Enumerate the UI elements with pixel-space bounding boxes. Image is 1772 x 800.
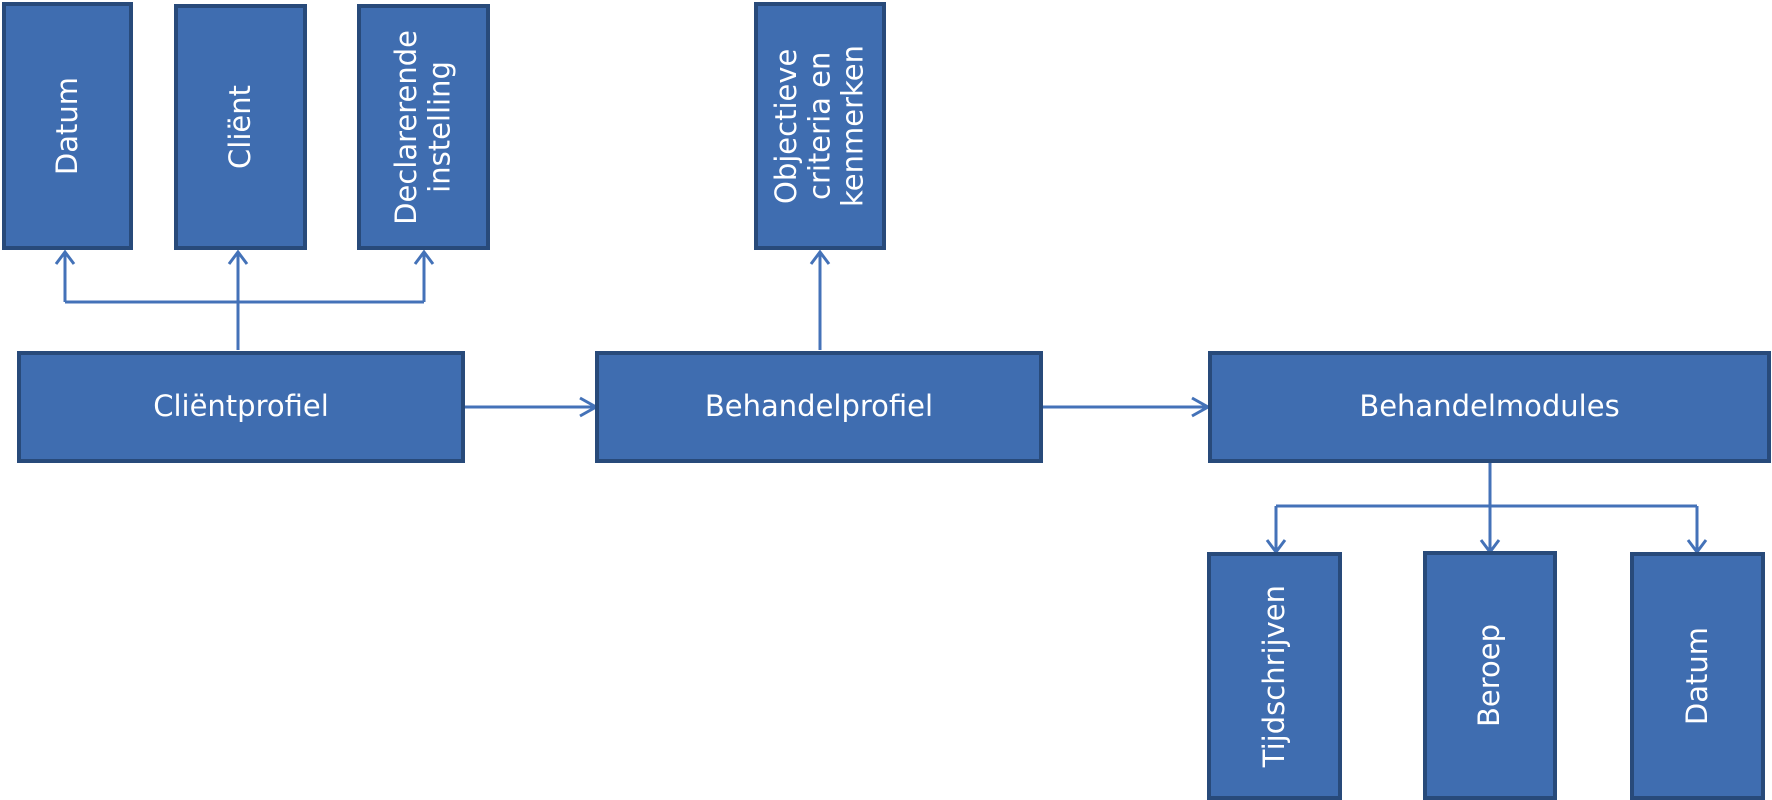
declarerende-instelling-box: Declarerende instelling (357, 4, 490, 250)
objectieve-criteria-label: Objectieve criteria en kenmerken (768, 45, 870, 207)
beroep-label: Beroep (1472, 623, 1507, 727)
behandelprofiel-box: Behandelprofiel (595, 351, 1043, 463)
behandelmodules-label: Behandelmodules (1359, 389, 1620, 424)
tijdschrijven-label: Tijdschrijven (1256, 584, 1291, 768)
objectieve-criteria-box: Objectieve criteria en kenmerken (754, 2, 886, 250)
clientprofiel-label: Cliëntprofiel (153, 389, 329, 424)
datum-label-bottom: Datum (1679, 626, 1714, 726)
datum-box-bottom: Datum (1630, 552, 1765, 800)
behandelprofiel-label: Behandelprofiel (704, 389, 934, 424)
tijdschrijven-box: Tijdschrijven (1207, 552, 1342, 800)
client-box: Cliënt (174, 4, 307, 250)
client-label: Cliënt (222, 85, 257, 169)
beroep-box: Beroep (1423, 551, 1557, 800)
behandelmodules-box: Behandelmodules (1208, 351, 1771, 463)
declarerende-instelling-label: Declarerende instelling (389, 29, 457, 225)
arrowhead-declarerende (413, 249, 435, 265)
arrowhead-datum-top (54, 249, 76, 265)
datum-label-top: Datum (49, 76, 84, 176)
arrowhead-objectieve (809, 249, 831, 265)
datum-box-top: Datum (2, 2, 133, 250)
arrowhead-client (227, 249, 249, 265)
clientprofiel-box: Cliëntprofiel (17, 351, 465, 463)
